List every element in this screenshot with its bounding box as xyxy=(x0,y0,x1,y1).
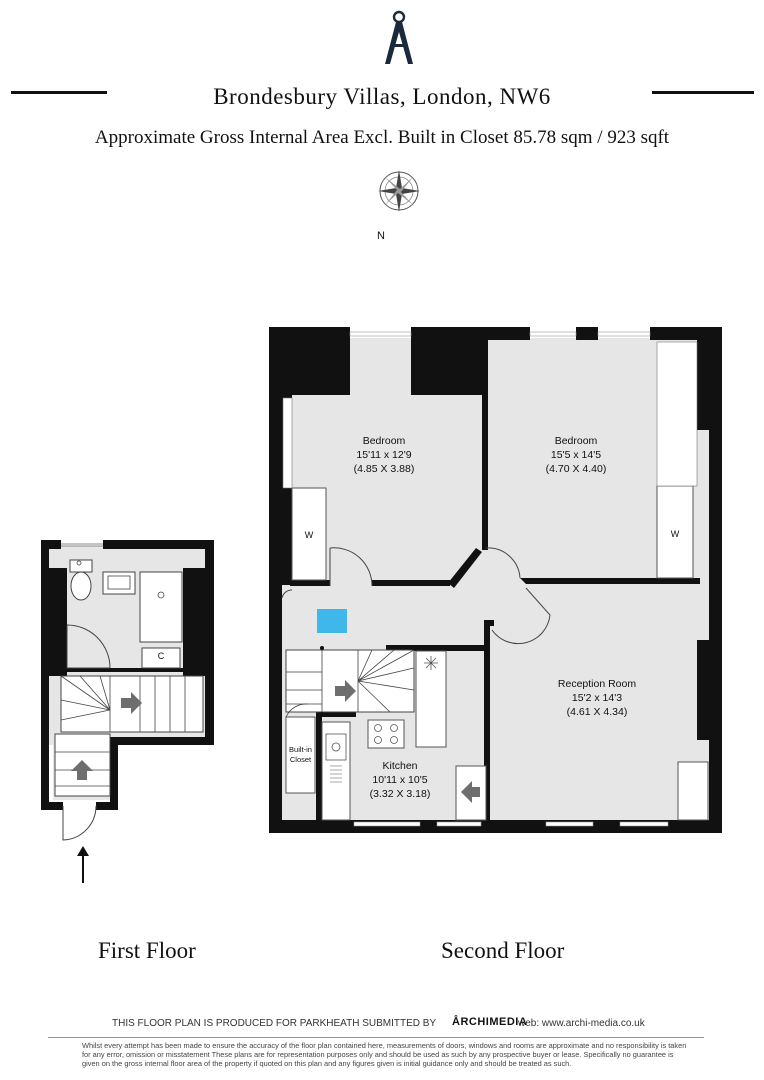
room-name: Bedroom xyxy=(554,435,598,447)
room-label-reception: Reception Room 15'2 x 14'3 (4.61 X 4.34) xyxy=(522,677,672,719)
second-floor-label: Second Floor xyxy=(441,938,565,963)
room-label-kitchen: Kitchen 10'11 x 10'5 (3.32 X 3.18) xyxy=(334,759,466,801)
footer-web-link[interactable]: web: www.archi-media.co.uk xyxy=(518,1018,645,1029)
room-label-bedroom-2: Bedroom 15'5 x 14'5 (4.70 X 4.40) xyxy=(508,434,644,476)
closet-label-line2: Closet xyxy=(289,755,312,764)
footer-divider xyxy=(48,1037,704,1038)
room-size-imperial: 15'11 x 12'9 xyxy=(356,449,412,461)
room-size-metric: (4.70 X 4.40) xyxy=(545,463,607,475)
room-size-metric: (3.32 X 3.18) xyxy=(369,788,431,800)
room-name: Reception Room xyxy=(557,678,637,690)
room-name: Bedroom xyxy=(362,435,406,447)
room-label-bedroom-1: Bedroom 15'11 x 12'9 (4.85 X 3.88) xyxy=(316,434,452,476)
room-size-imperial: 15'5 x 14'5 xyxy=(550,449,602,461)
north-label: N xyxy=(377,230,385,242)
closet-label: Built-in Closet xyxy=(284,745,317,765)
page-subtitle: Approximate Gross Internal Area Excl. Bu… xyxy=(94,127,670,148)
compass-divider-icon xyxy=(385,10,413,64)
page-title: Brondesbury Villas, London, NW6 xyxy=(213,84,551,109)
room-size-metric: (4.85 X 3.88) xyxy=(353,463,415,475)
footer-credit: THIS FLOOR PLAN IS PRODUCED FOR PARKHEAT… xyxy=(112,1018,437,1029)
compass-rose-icon xyxy=(378,170,420,212)
room-name: Kitchen xyxy=(382,760,418,772)
first-floor-label: First Floor xyxy=(98,938,196,963)
room-size-imperial: 10'11 x 10'5 xyxy=(372,774,428,786)
cupboard-label: C xyxy=(157,651,165,661)
footer-disclaimer: Whilst every attempt has been made to en… xyxy=(82,1041,687,1068)
wardrobe-label-2: W xyxy=(670,529,680,539)
room-size-imperial: 15'2 x 14'3 xyxy=(571,692,623,704)
room-size-metric: (4.61 X 4.34) xyxy=(566,706,628,718)
header-rule-right xyxy=(652,91,754,94)
closet-label-line1: Built-in xyxy=(289,745,312,754)
header-rule-left xyxy=(11,91,107,94)
wardrobe-label-1: W xyxy=(304,530,314,540)
archimedia-logo: ÅRCHIMEDIA xyxy=(452,1016,528,1028)
